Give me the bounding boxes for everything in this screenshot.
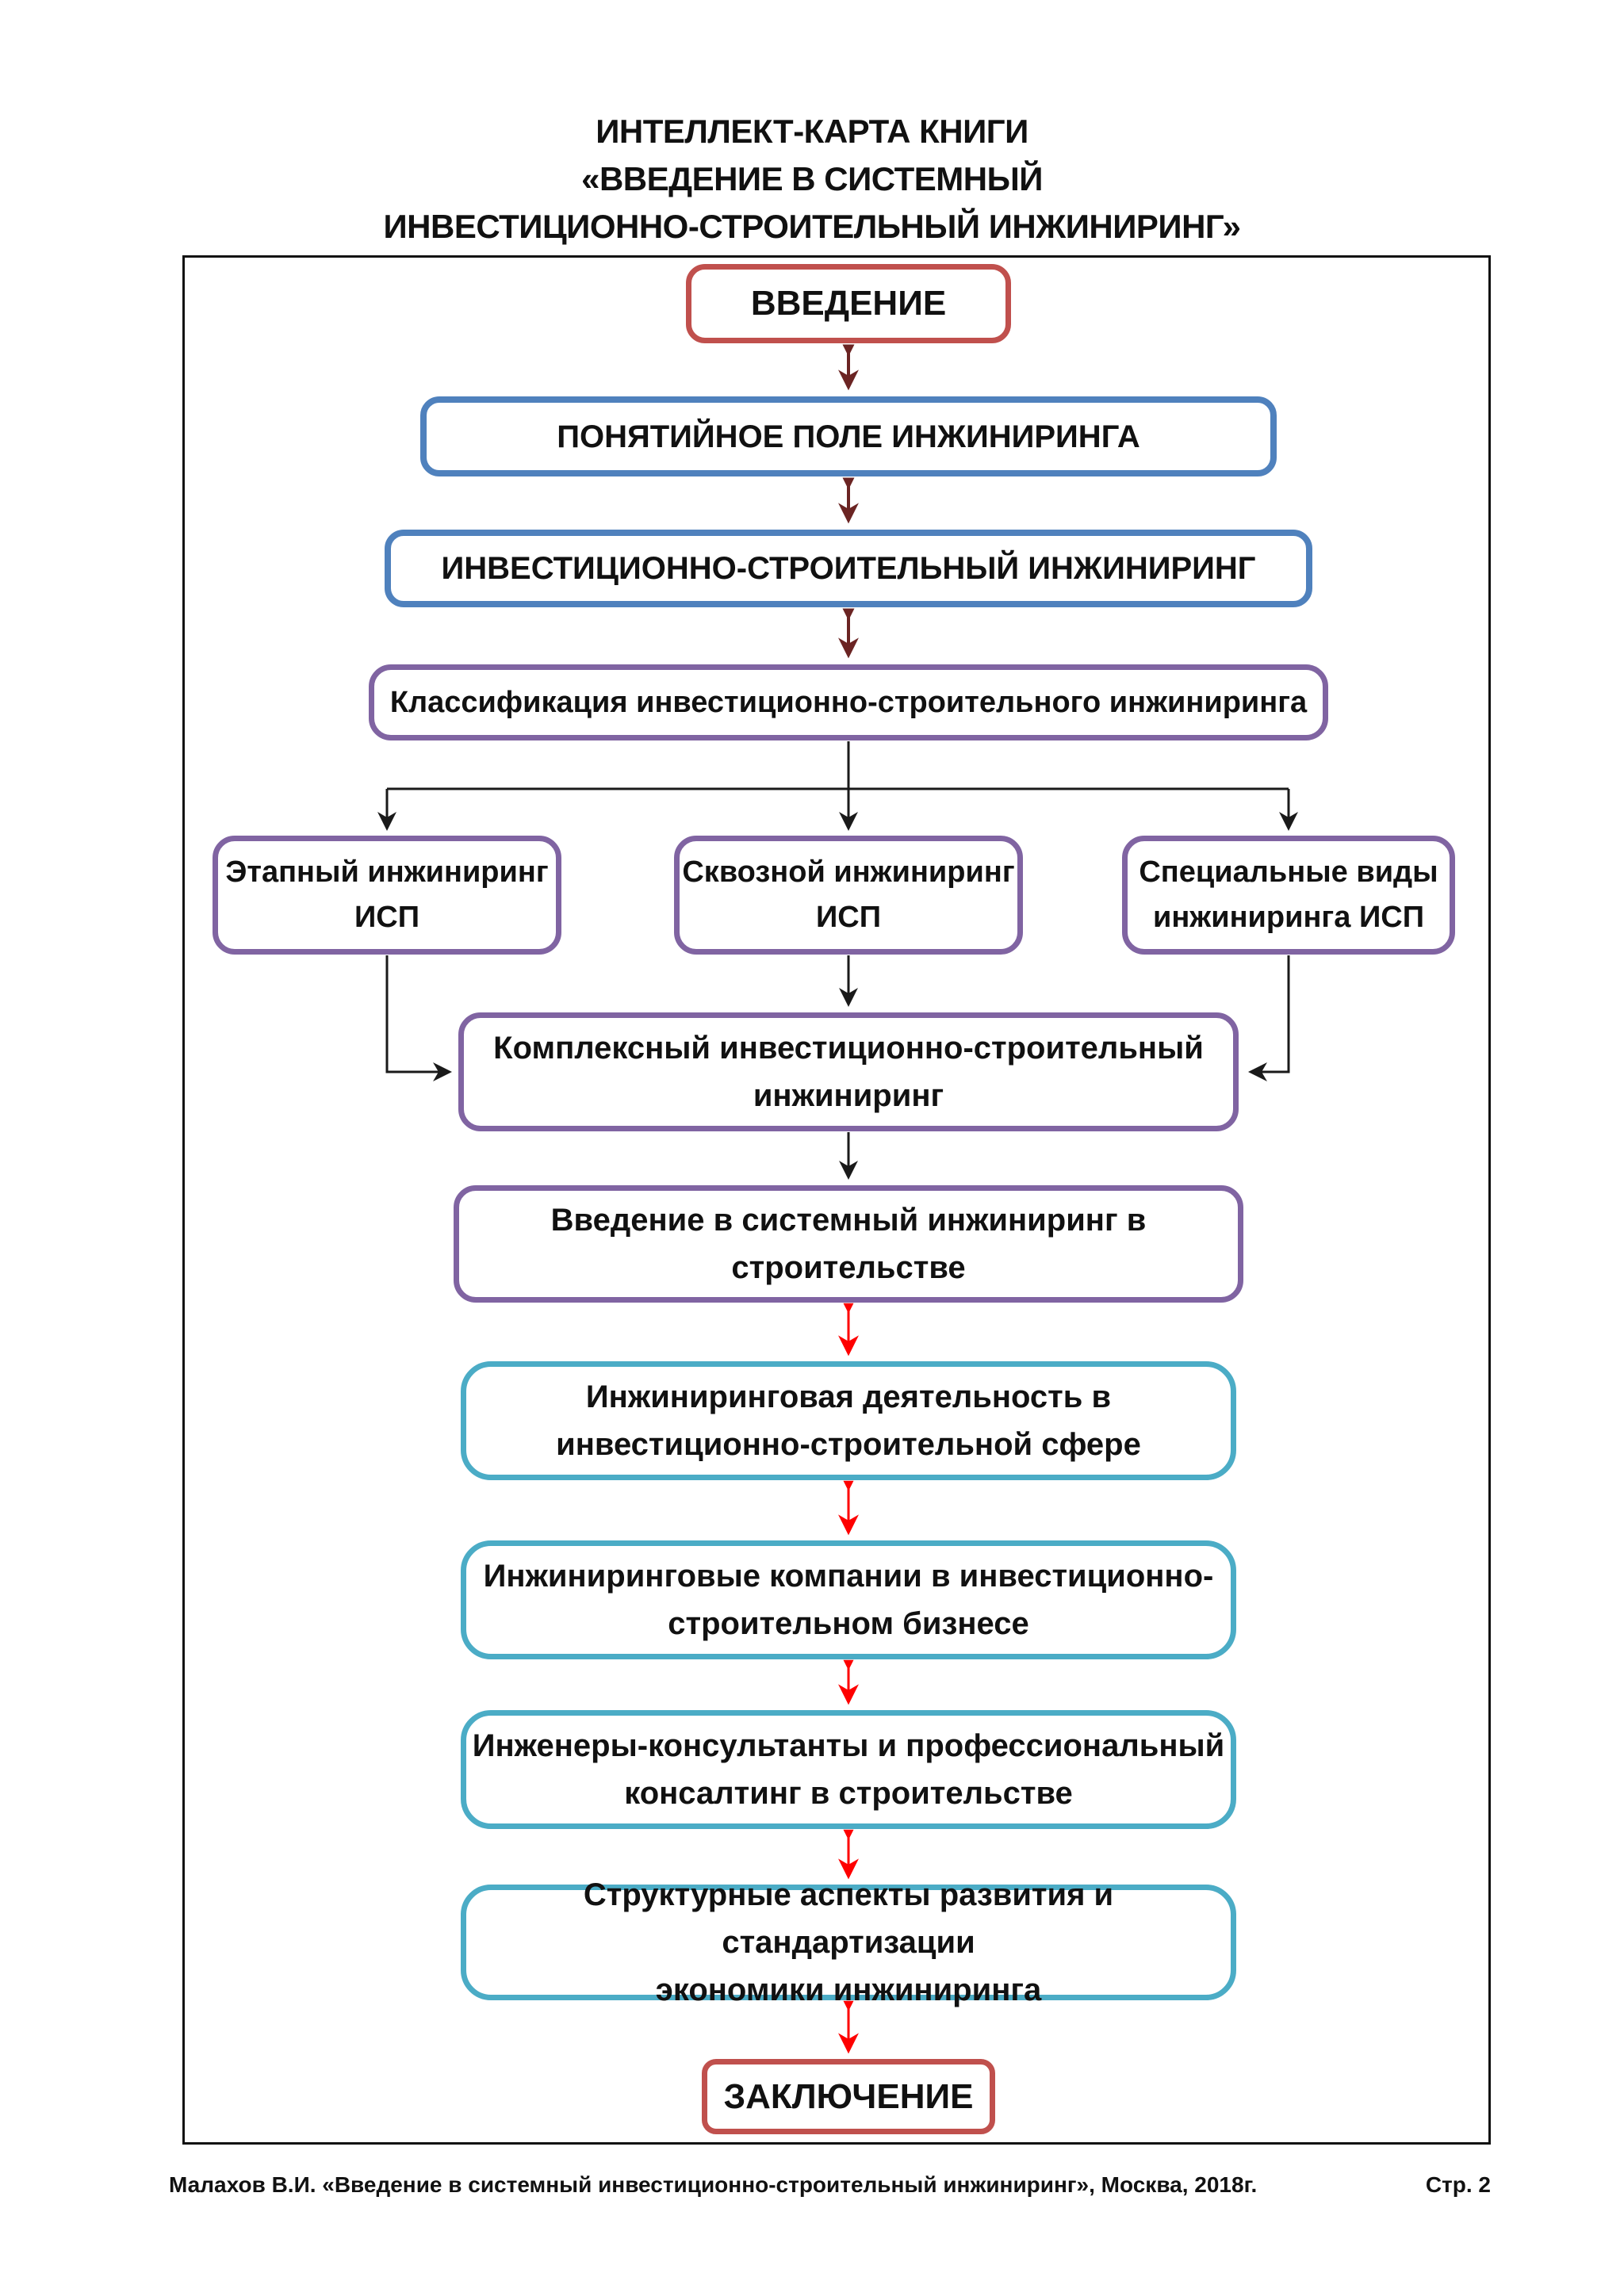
node-conclusion: ЗАКЛЮЧЕНИЕ — [702, 2059, 995, 2134]
node-through-engineering: Сквозной инжиниринг ИСП — [674, 836, 1023, 955]
diagram-frame — [182, 255, 1491, 2145]
footer-citation: Малахов В.И. «Введение в системный инвес… — [169, 2172, 1258, 2197]
node-investment-construction-engineering: ИНВЕСТИЦИОННО-СТРОИТЕЛЬНЫЙ ИНЖИНИРИНГ — [385, 530, 1312, 607]
node-special-engineering-types: Специальные виды инжиниринга ИСП — [1122, 836, 1455, 955]
node-consulting-engineers: Инженеры-консультанты и профессиональный… — [461, 1710, 1236, 1829]
node-structural-aspects: Структурные аспекты развития и стандарти… — [461, 1877, 1236, 2007]
node-introduction: ВВЕДЕНИЕ — [686, 264, 1011, 343]
footer-page-number: Стр. 2 — [1425, 2172, 1491, 2197]
node-complex-engineering: Комплексный инвестиционно-строительный и… — [458, 1012, 1239, 1131]
node-staged-engineering: Этапный инжиниринг ИСП — [213, 836, 561, 955]
page-title: ИНТЕЛЛЕКТ-КАРТА КНИГИ «ВВЕДЕНИЕ В СИСТЕМ… — [383, 113, 1241, 245]
node-system-engineering-intro: Введение в системный инжиниринг в строит… — [454, 1185, 1243, 1303]
node-engineering-companies: Инжиниринговые компании в инвестиционно-… — [461, 1540, 1236, 1659]
node-conceptual-field: ПОНЯТИЙНОЕ ПОЛЕ ИНЖИНИРИНГА — [420, 396, 1277, 476]
node-engineering-activity: Инжиниринговая деятельность в инвестицио… — [461, 1361, 1236, 1480]
node-classification: Классификация инвестиционно-строительног… — [369, 664, 1328, 740]
